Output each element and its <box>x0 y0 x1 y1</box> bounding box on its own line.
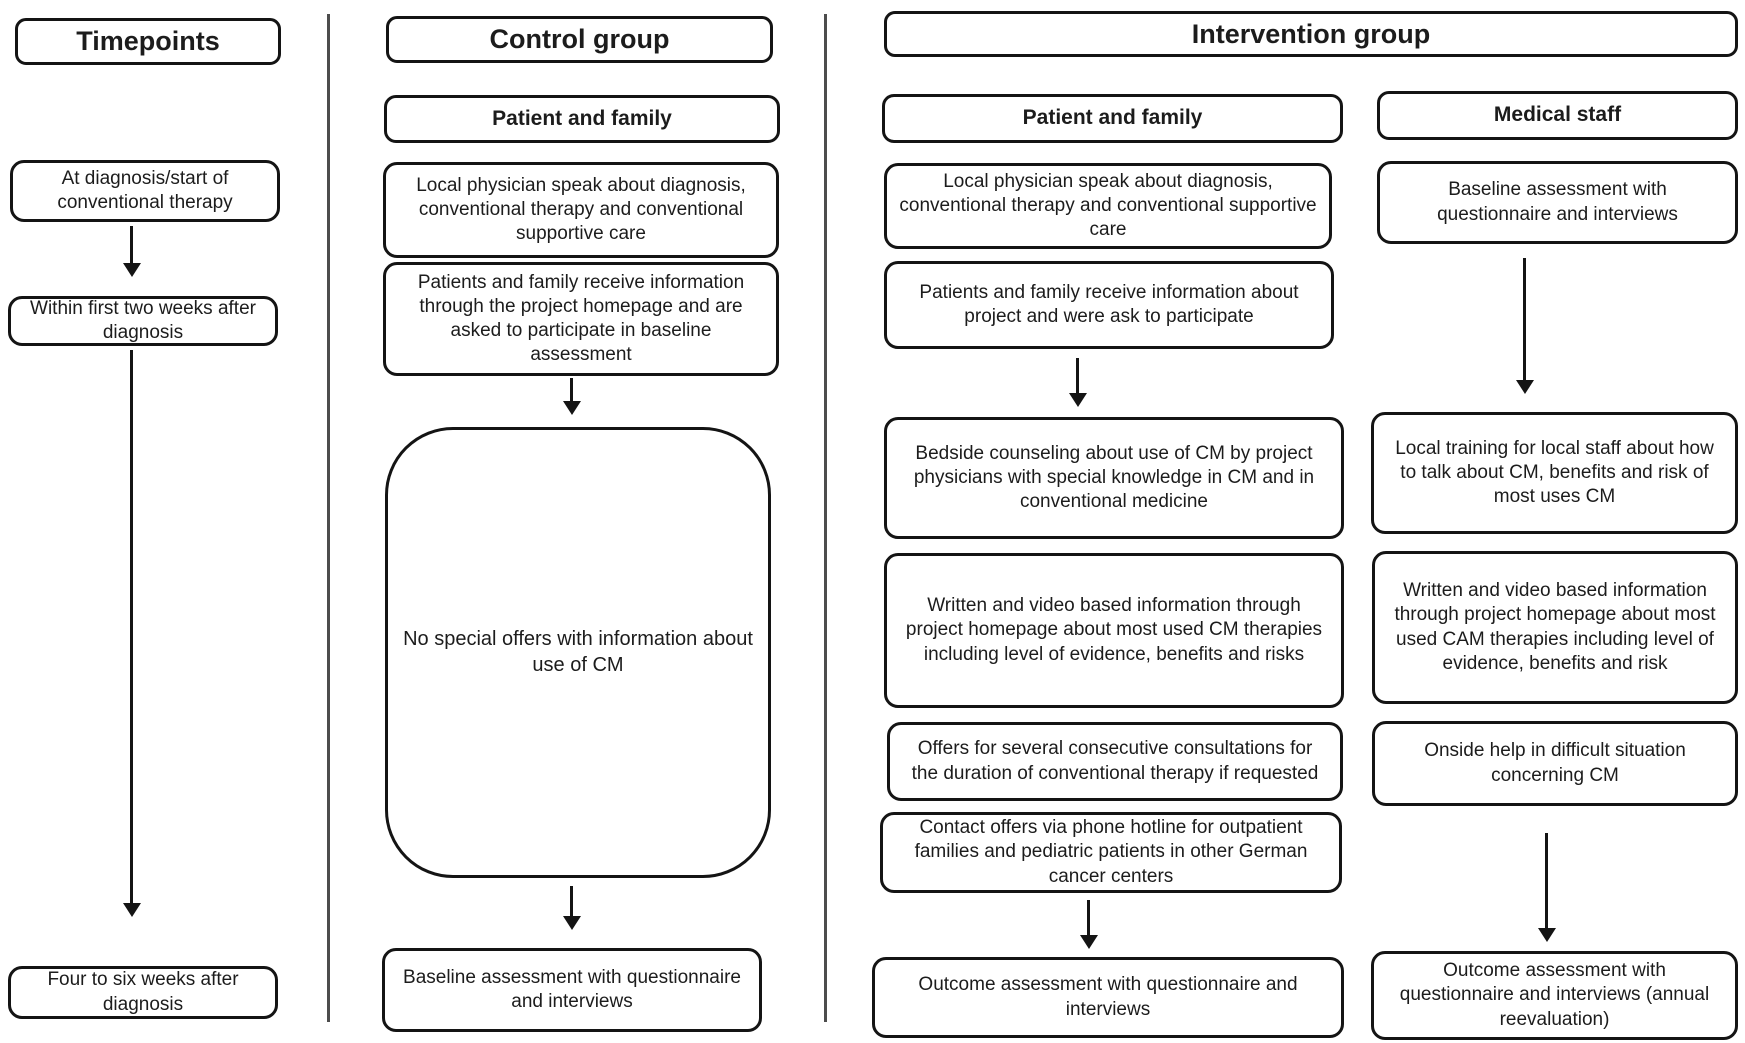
control-box-no-special-offers: No special offers with information about… <box>385 427 771 878</box>
intervention-patient-box-written-video-info: Written and video based information thro… <box>884 553 1344 708</box>
arrow-down-icon <box>570 886 573 917</box>
intervention-patient-box-receive-information: Patients and family receive information … <box>884 261 1334 349</box>
intervention-patient-box-outcome-assessment: Outcome assessment with questionnaire an… <box>872 957 1344 1038</box>
staff-box-outcome-assessment: Outcome assessment with questionnaire an… <box>1371 951 1738 1040</box>
staff-box-onside-help: Onside help in difficult situation conce… <box>1372 721 1738 806</box>
arrow-down-icon <box>130 226 133 264</box>
intervention-patient-box-local-physician: Local physician speak about diagnosis, c… <box>884 163 1332 249</box>
column-divider <box>327 14 330 1022</box>
control-subheader-patient-family: Patient and family <box>384 95 780 143</box>
arrow-down-icon <box>570 378 573 402</box>
timepoint-box-four-six-weeks: Four to six weeks after diagnosis <box>8 966 278 1019</box>
arrow-down-icon <box>130 350 133 904</box>
intervention-patient-box-phone-hotline: Contact offers via phone hotline for out… <box>880 812 1342 893</box>
control-group-header: Control group <box>386 16 773 63</box>
intervention-group-header: Intervention group <box>884 11 1738 57</box>
staff-box-written-video-info: Written and video based information thro… <box>1372 551 1738 704</box>
arrow-down-icon <box>1523 258 1526 381</box>
intervention-patient-box-bedside-counseling: Bedside counseling about use of CM by pr… <box>884 417 1344 539</box>
intervention-subheader-patient-family: Patient and family <box>882 94 1343 143</box>
timepoint-box-diagnosis: At diagnosis/start of conventional thera… <box>10 160 280 222</box>
arrow-down-icon <box>1545 833 1548 929</box>
control-box-local-physician: Local physician speak about diagnosis, c… <box>383 162 779 258</box>
intervention-subheader-medical-staff: Medical staff <box>1377 91 1738 140</box>
staff-box-baseline-assessment: Baseline assessment with questionnaire a… <box>1377 161 1738 244</box>
arrow-down-icon <box>1087 900 1090 936</box>
timepoints-header: Timepoints <box>15 18 281 65</box>
staff-box-local-training: Local training for local staff about how… <box>1371 412 1738 534</box>
column-divider <box>824 14 827 1022</box>
control-box-receive-information: Patients and family receive information … <box>383 262 779 376</box>
intervention-patient-box-consultation-offers: Offers for several consecutive consultat… <box>887 722 1343 801</box>
control-box-baseline-assessment: Baseline assessment with questionnaire a… <box>382 948 762 1032</box>
arrow-down-icon <box>1076 358 1079 394</box>
timepoint-box-two-weeks: Within first two weeks after diagnosis <box>8 296 278 346</box>
